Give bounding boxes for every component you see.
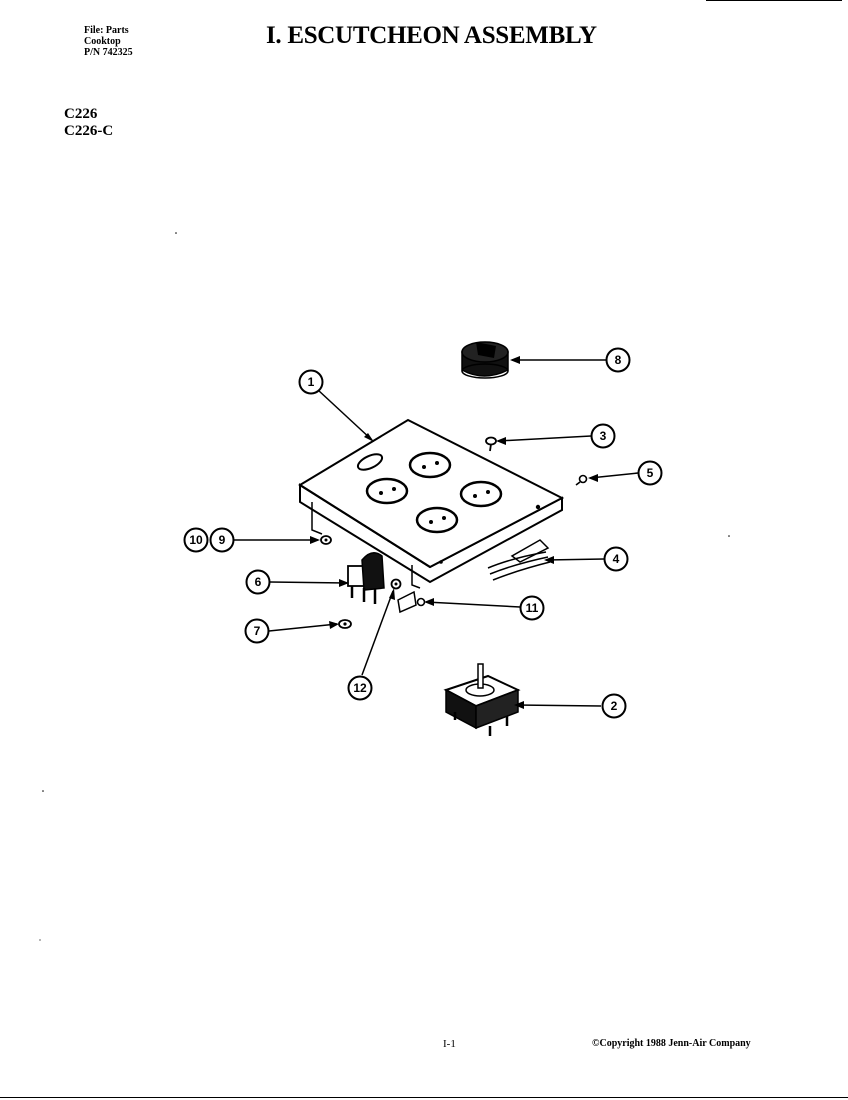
- fastener-part-12: [390, 578, 402, 590]
- svg-text:11: 11: [526, 601, 539, 615]
- callout-2: 2: [601, 693, 627, 719]
- burner-valve: [443, 663, 521, 736]
- bracket-part-11: [397, 590, 426, 614]
- callout-7: 7: [244, 618, 270, 644]
- svg-text:9: 9: [219, 533, 226, 547]
- bottom-rule: [0, 1097, 848, 1098]
- leader-lines: [234, 359, 639, 707]
- scan-specks: [39, 232, 730, 941]
- svg-text:12: 12: [353, 681, 367, 695]
- callouts: 1 2 3 4 5 6 7 8: [183, 347, 663, 719]
- svg-text:10: 10: [189, 533, 203, 547]
- svg-text:5: 5: [647, 466, 654, 480]
- callout-4: 4: [603, 546, 629, 572]
- model-number: C226: [64, 106, 98, 122]
- top-rule: [706, 0, 842, 1]
- callout-9: 9: [209, 527, 235, 553]
- callout-10: 10: [183, 527, 209, 553]
- wire-harness: [487, 551, 551, 581]
- callout-12: 12: [347, 675, 373, 701]
- callout-1: 1: [298, 369, 324, 395]
- screw-part-5: [575, 474, 588, 486]
- arrowheads: [310, 356, 598, 709]
- burner-opening: [415, 506, 459, 534]
- callout-5: 5: [637, 460, 663, 486]
- svg-text:2: 2: [611, 699, 618, 713]
- infinite-switch: [347, 552, 385, 604]
- burner-opening: [459, 480, 503, 508]
- file-info: File: Parts Cooktop P/N 742325: [84, 25, 133, 58]
- page-number: I-1: [443, 1038, 456, 1050]
- copyright-notice: ©Copyright 1988 Jenn-Air Company: [592, 1038, 751, 1049]
- svg-text:8: 8: [615, 353, 622, 367]
- callout-11: 11: [519, 595, 545, 621]
- burner-opening: [365, 477, 409, 505]
- screw-part-3: [485, 436, 497, 452]
- file-line: File: Parts: [84, 25, 129, 36]
- control-knob: [461, 341, 509, 379]
- screw-part-9: [320, 535, 332, 545]
- callout-3: 3: [590, 423, 616, 449]
- escutcheon-panel: [298, 418, 565, 589]
- svg-text:6: 6: [255, 575, 262, 589]
- page-title: I. ESCUTCHEON ASSEMBLY: [266, 22, 597, 49]
- file-line: P/N 742325: [84, 47, 133, 58]
- svg-text:7: 7: [254, 624, 261, 638]
- svg-text:4: 4: [613, 552, 620, 566]
- nut-part-7: [338, 619, 352, 629]
- callout-6: 6: [245, 569, 271, 595]
- file-line: Cooktop: [84, 36, 121, 47]
- svg-text:1: 1: [308, 375, 315, 389]
- model-list: C226 C226-C: [64, 106, 113, 140]
- svg-text:3: 3: [600, 429, 607, 443]
- model-number: C226-C: [64, 123, 114, 139]
- callout-8: 8: [605, 347, 631, 373]
- burner-opening: [408, 451, 452, 479]
